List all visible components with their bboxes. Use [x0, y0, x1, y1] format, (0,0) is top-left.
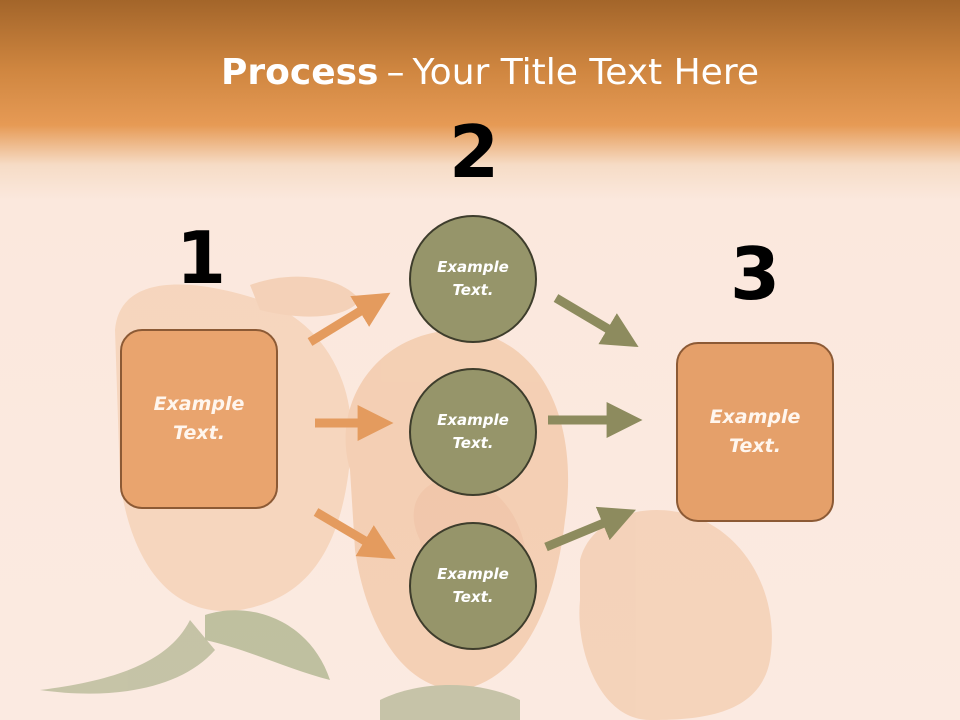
slide-title: Process–Your Title Text Here	[0, 52, 960, 93]
circle-middle: Example Text.	[409, 368, 537, 496]
left-box-text: Example Text.	[153, 393, 245, 444]
circle-top-text: Example Text.	[437, 258, 509, 299]
arrow-left-to-bottom	[313, 508, 396, 559]
arrow-bottom-to-right	[544, 506, 636, 552]
title-text-part: Your Title Text Here	[412, 52, 759, 93]
step-number-3: 3	[730, 232, 781, 316]
title-bold-part: Process	[220, 52, 379, 93]
circle-bottom: Example Text.	[409, 522, 537, 650]
circle-top: Example Text.	[409, 215, 537, 343]
step-number-2: 2	[449, 110, 500, 194]
right-box: Example Text.	[676, 342, 834, 522]
title-dash: –	[386, 52, 405, 93]
arrow-top-to-right	[553, 294, 639, 348]
right-box-text: Example Text.	[709, 406, 801, 457]
circle-middle-text: Example Text.	[437, 411, 509, 452]
arrow-left-to-top	[307, 292, 391, 346]
circle-bottom-text: Example Text.	[437, 565, 509, 606]
step-number-1: 1	[176, 216, 227, 300]
left-box: Example Text.	[120, 329, 278, 509]
